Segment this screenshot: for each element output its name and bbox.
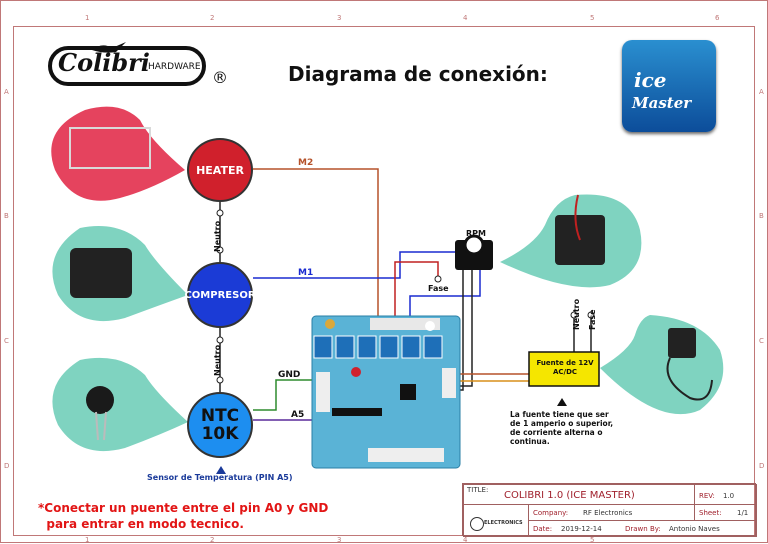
ntc-label-line2: 10K — [201, 424, 239, 444]
neutro-ps-label: Neutro — [572, 298, 581, 330]
zone-col-3-bottom: 3 — [337, 536, 342, 544]
a5-label: A5 — [291, 410, 305, 420]
power-note: La fuente tiene que ser de 1 amperio o s… — [510, 410, 613, 446]
hummingbird-icon — [92, 42, 126, 53]
logo-suffix: HARDWARE — [148, 62, 201, 72]
zone-row-b: B — [4, 212, 9, 220]
power-note-line: La fuente tiene que ser — [510, 410, 609, 419]
ntc-callout — [52, 357, 189, 452]
sheet-cell: Sheet: 1/1 — [694, 504, 757, 521]
title-block: TITLE: COLIBRI 1.0 (ICE MASTER) REV: 1.0… — [462, 483, 757, 537]
compresor-node: COMPRESOR — [184, 262, 256, 328]
power-note-line: continua. — [510, 437, 550, 446]
title-value: COLIBRI 1.0 (ICE MASTER) — [504, 490, 635, 501]
company-label: Company: — [533, 509, 569, 517]
date-value: 2019-12-14 — [561, 525, 602, 533]
zone-col-2: 2 — [210, 14, 215, 22]
zone-col-6: 6 — [715, 14, 720, 22]
zone-col-5-bottom: 5 — [590, 536, 595, 544]
ntc-image — [86, 386, 114, 414]
title-label: TITLE: — [467, 486, 489, 494]
fuente-arrow — [557, 398, 567, 406]
neutro-label-1: Neutro — [213, 220, 222, 252]
fuente-callout — [600, 315, 724, 415]
ntc-arrow — [216, 466, 226, 474]
ntc-node: NTC 10K — [187, 392, 253, 458]
zone-row-c: C — [4, 337, 9, 345]
rf-logo-icon — [470, 517, 484, 531]
zone-row-d-right: D — [759, 462, 765, 470]
power-adapter-image — [668, 328, 696, 358]
master-text: Master — [632, 94, 692, 112]
fuente-line1: Fuente de 12V — [536, 359, 594, 367]
rev-value: 1.0 — [723, 492, 735, 500]
fase-rpm-label: Fase — [428, 284, 449, 293]
company-value: RF Electronics — [583, 509, 633, 517]
zone-col-4: 4 — [463, 14, 468, 22]
heater-node: HEATER — [187, 138, 253, 202]
page-title: Diagrama de conexión: — [288, 62, 548, 86]
colibri-logo: Colibri HARDWARE ® — [40, 40, 228, 96]
power-note-line: de corriente alterna o — [510, 428, 603, 437]
title-logo-cell: ELECTRONICS — [463, 504, 529, 537]
fuente-line2: AC/DC — [552, 368, 578, 376]
rev-cell: REV: 1.0 — [694, 484, 757, 505]
bottom-note-line: para entrar en modo tecnico. — [38, 517, 244, 531]
zone-row-a: A — [4, 88, 9, 96]
zone-row-c-right: C — [759, 337, 764, 345]
zone-col-4-bottom: 4 — [463, 536, 468, 544]
drawing-frame — [13, 26, 755, 536]
fase-ps-label: Fase — [588, 309, 597, 330]
m1-label: M1 — [298, 268, 314, 278]
drawn-value: Antonio Naves — [669, 525, 720, 533]
zone-col-1-bottom: 1 — [85, 536, 90, 544]
bottom-note-line: *Conectar un puente entre el pin A0 y GN… — [38, 501, 329, 515]
date-cell: Date: 2019-12-14 Drawn By: Antonio Naves — [528, 520, 757, 537]
logo-registered: ® — [212, 68, 228, 87]
ice-text: ice — [634, 68, 667, 92]
zone-row-d: D — [4, 462, 10, 470]
compressor-image — [70, 248, 132, 298]
m2-label: M2 — [298, 158, 314, 168]
fuente-label: Fuente de 12V AC/DC — [533, 359, 597, 377]
zone-row-a-right: A — [759, 88, 764, 96]
ice-master-logo: ice Master — [622, 40, 716, 132]
neutro-label-2: Neutro — [213, 344, 222, 376]
heater-callout — [51, 106, 185, 201]
sensor-caption: Sensor de Temperatura (PIN A5) — [147, 473, 293, 482]
drawn-label: Drawn By: — [625, 525, 661, 533]
logo-brand: Colibri — [58, 48, 150, 77]
company-cell: Company: RF Electronics — [528, 504, 695, 521]
heater-label: HEATER — [196, 163, 244, 177]
rev-label: REV: — [699, 492, 715, 500]
title-cell: TITLE: COLIBRI 1.0 (ICE MASTER) — [463, 484, 695, 505]
zone-col-3: 3 — [337, 14, 342, 22]
sheet-value: 1/1 — [737, 509, 749, 517]
zone-col-1: 1 — [85, 14, 90, 22]
heater-image — [69, 127, 151, 169]
power-note-line: de 1 amperio o superior, — [510, 419, 614, 428]
date-label: Date: — [533, 525, 553, 533]
rpm-label: RPM — [466, 229, 486, 238]
zone-col-2-bottom: 2 — [210, 536, 215, 544]
title-logo-text: ELECTRONICS — [484, 520, 523, 526]
ntc-label-line1: NTC — [200, 406, 240, 426]
zone-row-b-right: B — [759, 212, 764, 220]
gnd-label: GND — [278, 370, 301, 380]
zone-col-5: 5 — [590, 14, 595, 22]
fuente-box — [528, 351, 600, 387]
bottom-note: *Conectar un puente entre el pin A0 y GN… — [38, 500, 328, 532]
sheet-label: Sheet: — [699, 509, 722, 517]
compresor-label: COMPRESOR — [184, 289, 256, 301]
